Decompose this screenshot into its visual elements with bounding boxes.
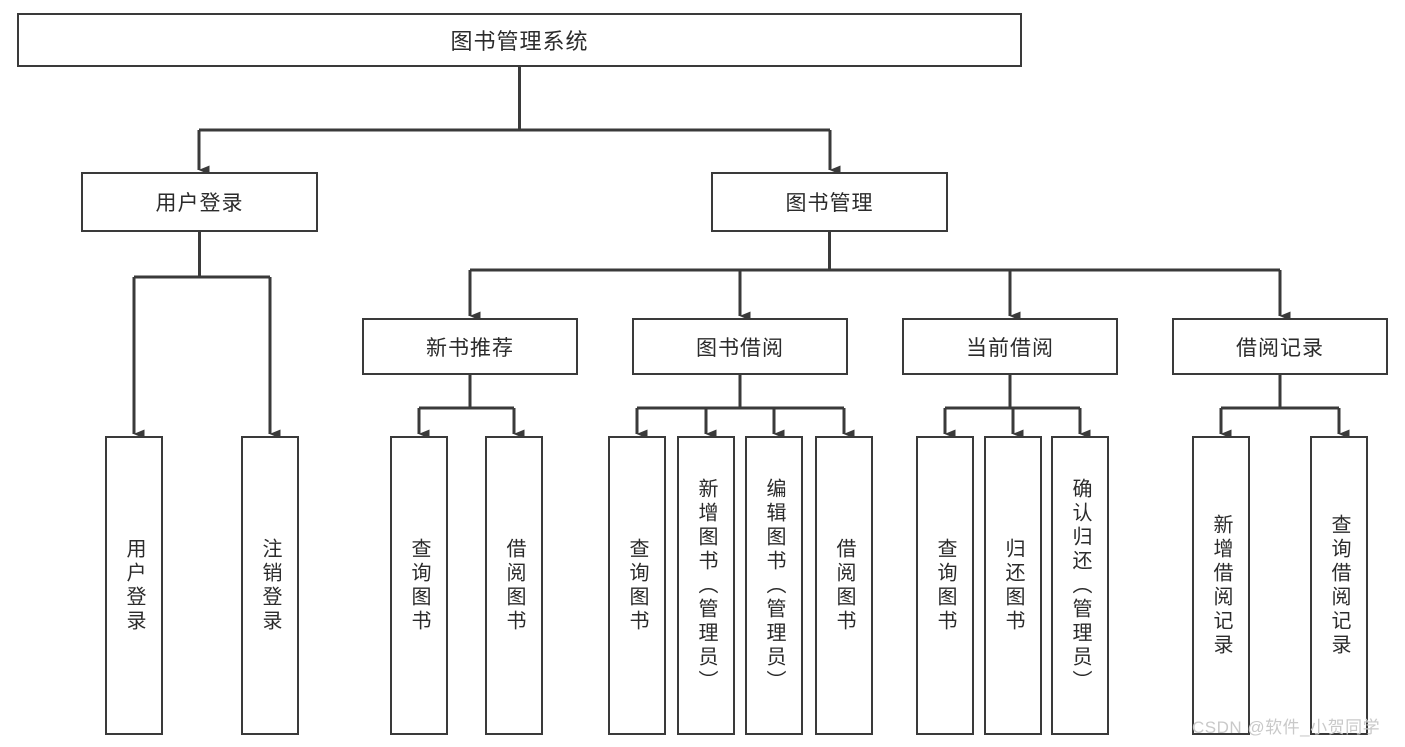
node-leaf-query-books-recommendation[interactable]: 查询图书 [390, 436, 448, 735]
node-label: 注销登录 [259, 537, 281, 634]
node-leaf-query-books-borrowing[interactable]: 查询图书 [608, 436, 666, 735]
node-label: 确认归还（管理员） [1069, 477, 1091, 694]
node-leaf-query-books-current[interactable]: 查询图书 [916, 436, 974, 735]
node-label: 归还图书 [1002, 537, 1024, 634]
node-label: 借阅图书 [833, 537, 855, 634]
node-label: 图书管理系统 [450, 29, 589, 54]
node-label: 用户登录 [123, 537, 145, 634]
node-book-borrowing[interactable]: 图书借阅 [632, 318, 848, 375]
node-label: 借阅记录 [1236, 336, 1324, 360]
node-leaf-user-login[interactable]: 用户登录 [105, 436, 163, 735]
node-label: 当前借阅 [966, 336, 1054, 360]
node-label: 借阅图书 [503, 537, 525, 634]
node-user-login[interactable]: 用户登录 [81, 172, 318, 232]
node-leaf-borrow-books-recommendation[interactable]: 借阅图书 [485, 436, 543, 735]
node-leaf-edit-book-admin[interactable]: 编辑图书（管理员） [745, 436, 803, 735]
node-leaf-query-borrow-record[interactable]: 查询借阅记录 [1310, 436, 1368, 735]
node-label: 用户登录 [155, 192, 244, 215]
watermark-text: CSDN @软件_小贺同学 [1192, 718, 1381, 737]
node-label: 新增借阅记录 [1210, 513, 1232, 658]
node-label: 查询图书 [408, 537, 430, 634]
node-leaf-borrow-books[interactable]: 借阅图书 [815, 436, 873, 735]
node-leaf-confirm-return-admin[interactable]: 确认归还（管理员） [1051, 436, 1109, 735]
node-borrow-records[interactable]: 借阅记录 [1172, 318, 1388, 375]
node-book-management[interactable]: 图书管理 [711, 172, 948, 232]
node-leaf-add-book-admin[interactable]: 新增图书（管理员） [677, 436, 735, 735]
node-root-book-management-system[interactable]: 图书管理系统 [17, 13, 1022, 67]
node-label: 图书借阅 [696, 336, 784, 360]
node-label: 查询图书 [626, 537, 648, 634]
node-label: 查询图书 [934, 537, 956, 634]
node-leaf-return-books[interactable]: 归还图书 [984, 436, 1042, 735]
node-label: 新书推荐 [426, 336, 514, 360]
node-label: 图书管理 [785, 192, 874, 215]
node-label: 新增图书（管理员） [695, 477, 717, 694]
node-new-book-recommendation[interactable]: 新书推荐 [362, 318, 578, 375]
node-current-borrowing[interactable]: 当前借阅 [902, 318, 1118, 375]
node-label: 编辑图书（管理员） [763, 477, 785, 694]
node-label: 查询借阅记录 [1328, 513, 1350, 658]
node-leaf-add-borrow-record[interactable]: 新增借阅记录 [1192, 436, 1250, 735]
node-leaf-logout[interactable]: 注销登录 [241, 436, 299, 735]
